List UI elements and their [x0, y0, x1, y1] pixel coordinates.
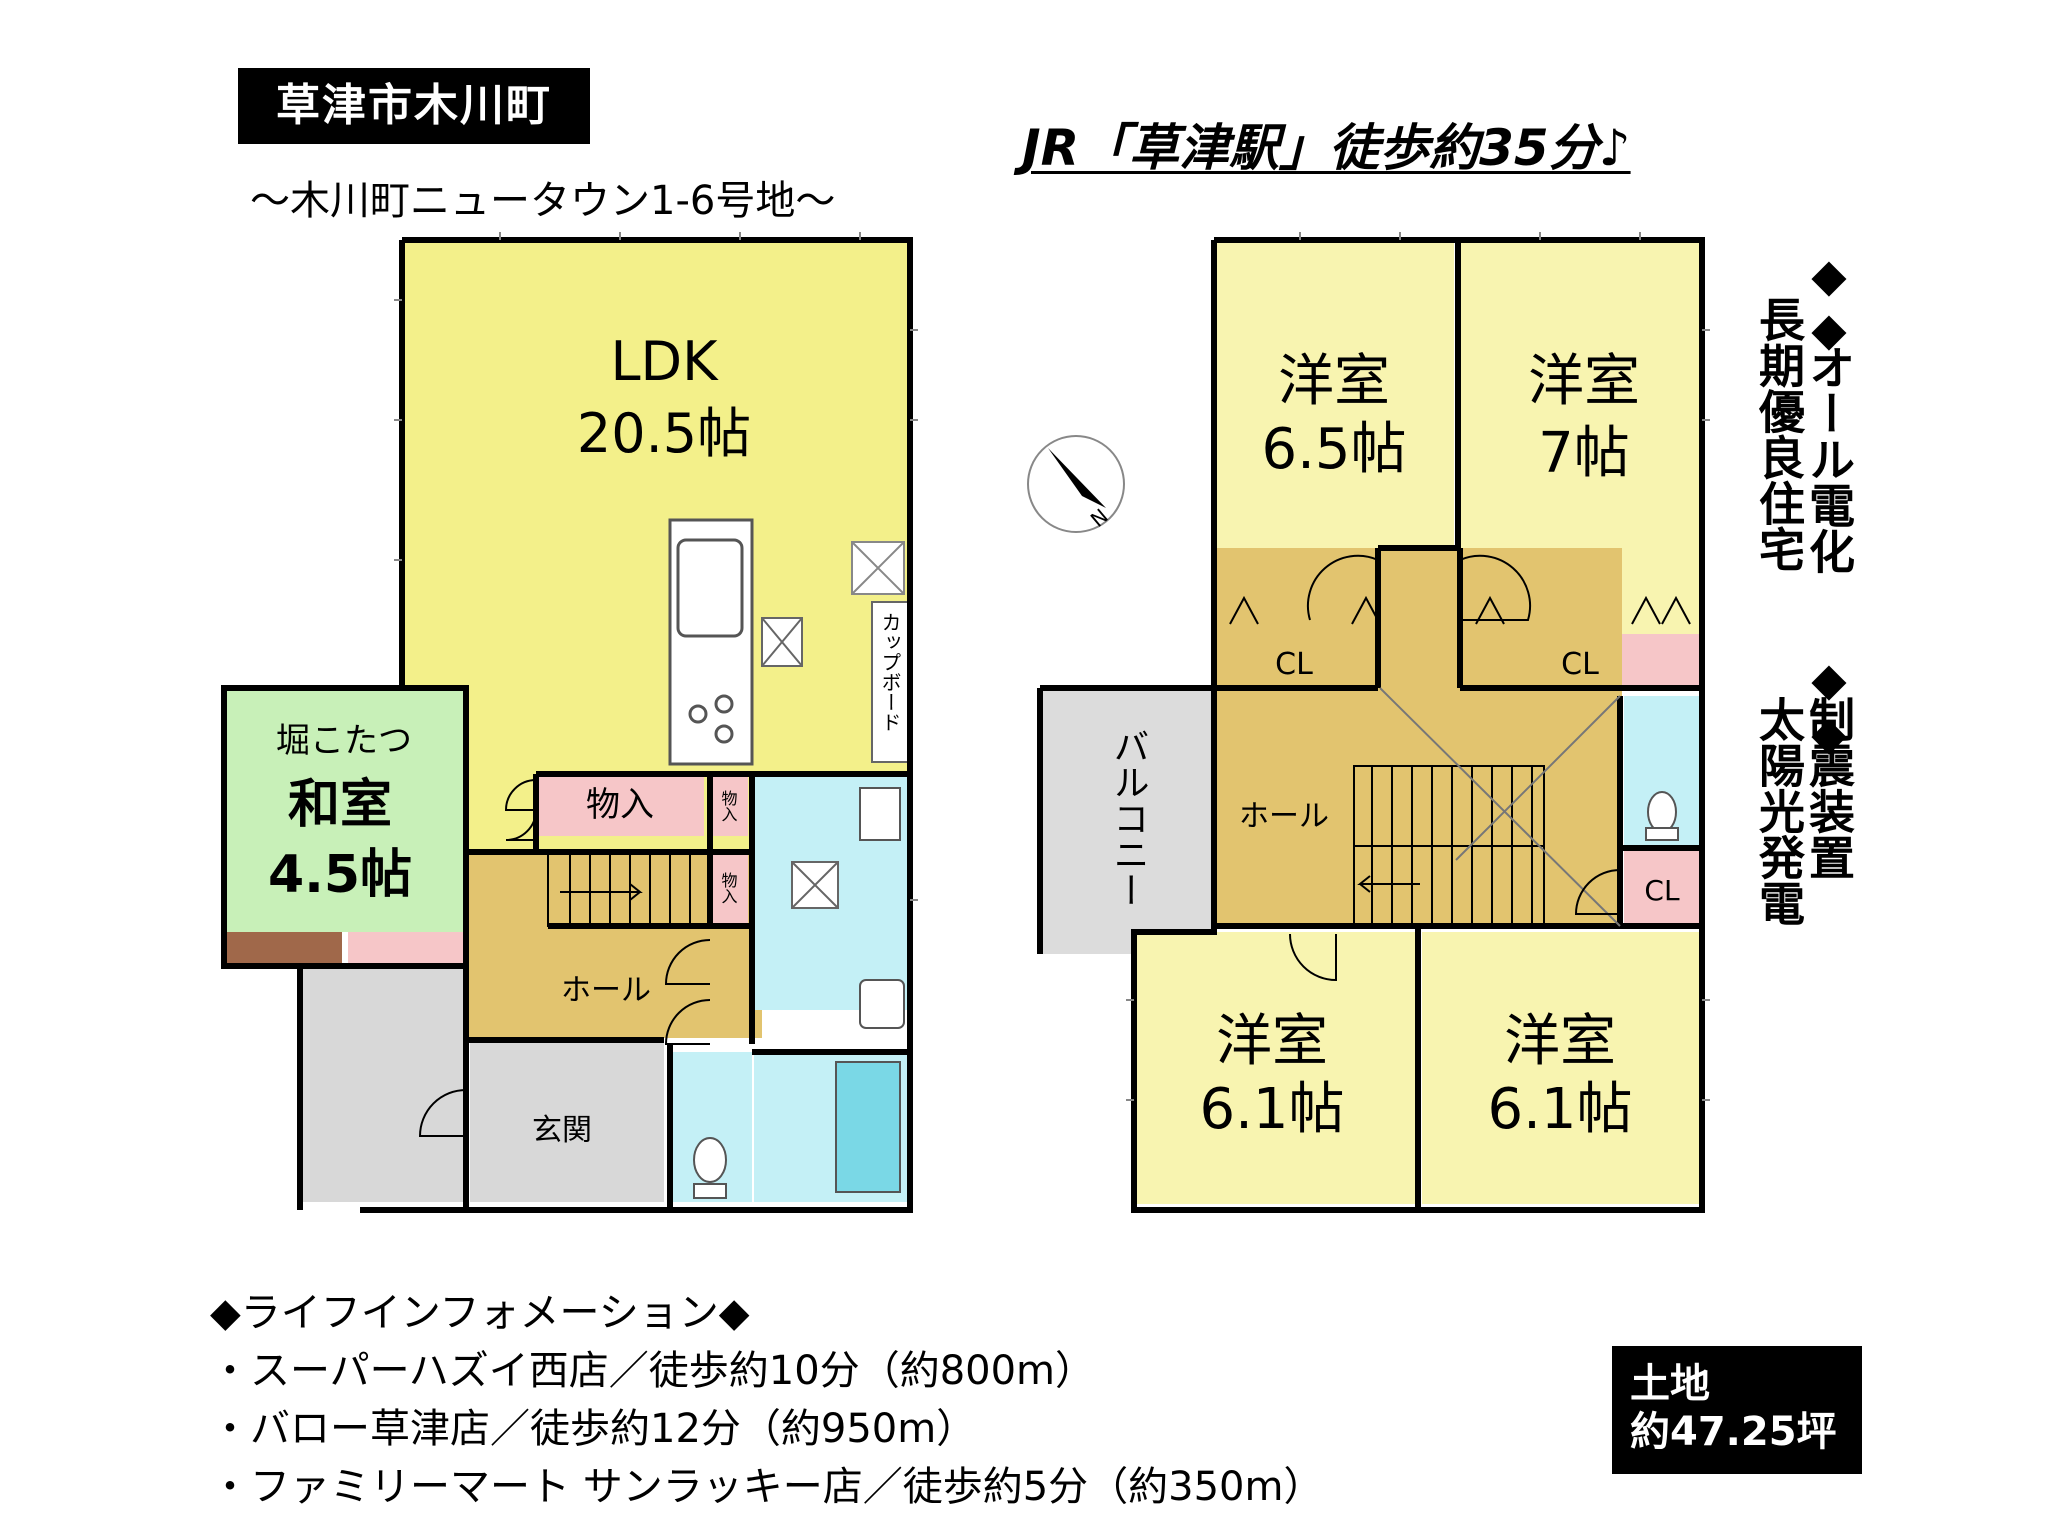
feature-bullet-1: ◆◆: [1802, 248, 1856, 356]
toilet-1f: [693, 1137, 727, 1183]
closet-right-label: CL: [1561, 647, 1599, 682]
western-room-2-label: 洋室: [1528, 349, 1640, 414]
land-value: 約47.25坪: [1630, 1409, 1837, 1455]
kitchen-sink: [676, 538, 744, 638]
washitsu-label: 和室: [288, 775, 392, 835]
closet-left-label: CL: [1275, 647, 1313, 682]
bathtub: [835, 1061, 901, 1193]
balcony-label: バルコニー: [1108, 728, 1149, 908]
feature-all-electric: オール電化: [1802, 344, 1856, 574]
western-room-3-label: 洋室: [1216, 1009, 1328, 1074]
feature-long-term-quality: 長期優良住宅: [1752, 296, 1806, 572]
storage-main-label: 物入: [586, 785, 654, 825]
western-room-2-size: 7帖: [1538, 421, 1630, 486]
ldk-room: [402, 240, 910, 852]
hall-2f-label: ホール: [1239, 799, 1329, 834]
compass: N: [1027, 435, 1125, 533]
life-info-heading: ◆ライフインフォメーション◆: [210, 1290, 750, 1336]
feature-vibration-control: 制震装置: [1802, 696, 1856, 880]
cupboard-label: カップボード: [878, 612, 902, 732]
entrance-label: 玄関: [532, 1113, 592, 1148]
western-room-1-label: 洋室: [1278, 349, 1390, 414]
area-name-badge: 草津市木川町: [238, 68, 590, 144]
ldk-size: 20.5帖: [577, 402, 751, 465]
floor-1-plan: LDK 20.5帖 カップボード 堀こたつ 和室 4.5帖 物入 物入 物入 ホ…: [221, 232, 918, 1213]
entrance-area: [470, 1042, 664, 1202]
hall-2f-top: [1380, 548, 1456, 688]
washitsu-note: 堀こたつ: [276, 721, 412, 761]
life-info-item: ・バロー草津店／徒歩約12分（約950m）: [210, 1406, 977, 1452]
closet-small: [1624, 850, 1702, 924]
washitsu-room: [224, 688, 466, 932]
storage-small-2: [710, 854, 748, 926]
washitsu-oshiire: [348, 932, 466, 964]
life-info-item: ・ファミリーマート サンラッキー店／徒歩約5分（約350m）: [210, 1464, 1324, 1510]
subtitle: ～木川町ニュータウン1-6号地～: [250, 178, 836, 224]
floor-2-plan: 洋室 6.5帖 洋室 7帖 洋室 6.1帖 洋室 6.1帖 CL CL CL ホ…: [1027, 232, 1710, 1213]
storage-main: [536, 774, 704, 836]
western-room-4: [1422, 932, 1702, 1204]
ldk-label: LDK: [610, 330, 719, 393]
land-area-box: 土地 約47.25坪: [1612, 1346, 1862, 1474]
land-label: 土地: [1630, 1361, 1710, 1407]
life-info-item: ・スーパーハズイ西店／徒歩約10分（約800m）: [210, 1348, 1096, 1394]
life-information: ◆ライフインフォメーション◆ ・スーパーハズイ西店／徒歩約10分（約800m） …: [210, 1284, 1323, 1516]
washitsu-size: 4.5帖: [268, 845, 412, 905]
feature-bullet-2: ◆◆: [1802, 652, 1856, 760]
storage-small-1-label: 物入: [719, 790, 738, 822]
porch-tiles: [300, 966, 466, 1202]
western-room-1-size: 6.5帖: [1261, 417, 1406, 482]
western-room-4-size: 6.1帖: [1487, 1077, 1632, 1142]
feature-solar-power: 太陽光発電: [1752, 696, 1806, 926]
western-room-4-label: 洋室: [1504, 1009, 1616, 1074]
hall-1f-label: ホール: [561, 973, 651, 1008]
western-room-3: [1134, 932, 1416, 1204]
balcony-area: [1040, 688, 1214, 954]
toilet-2f: [1647, 791, 1677, 833]
storage-small-2-label: 物入: [719, 872, 738, 904]
washitsu-tokonoma: [224, 932, 342, 964]
stairs-1f: [547, 853, 709, 927]
closet-small-label: CL: [1644, 874, 1680, 907]
storage-small-1: [710, 774, 748, 836]
station-access: JR「草津駅」徒歩約35分♪: [1022, 119, 1631, 177]
western-room-3-size: 6.1帖: [1199, 1077, 1344, 1142]
